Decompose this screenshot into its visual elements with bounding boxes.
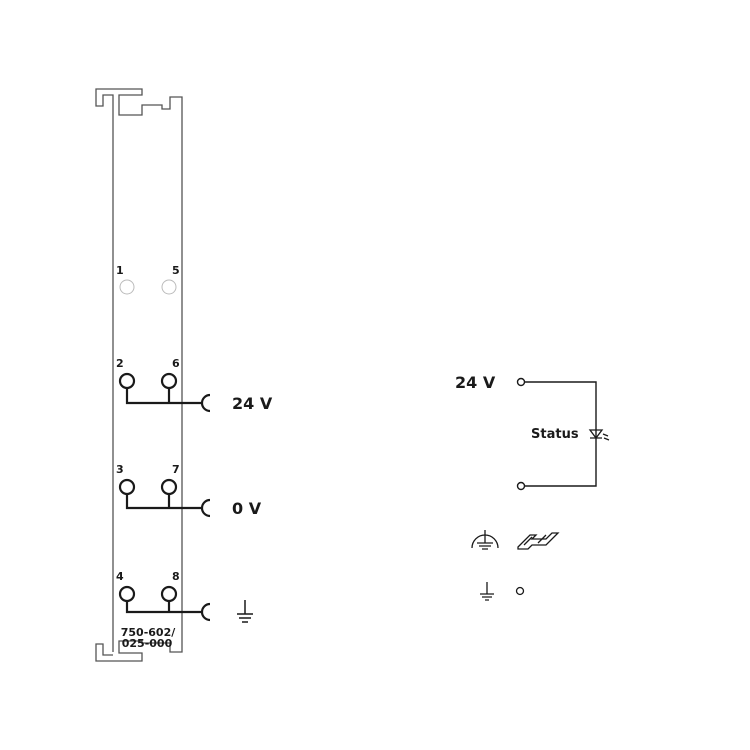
ground-icon [480,582,494,601]
terminal-6-label: 6 [172,357,180,370]
terminal-1 [119,279,135,295]
terminal-5 [161,279,177,295]
ground-terminal [515,586,525,596]
terminal-3-label: 3 [116,463,124,476]
ground-icon [237,600,253,623]
module-housing [95,88,183,662]
terminal-8-label: 8 [172,570,180,583]
terminal-group-24v [118,372,211,413]
led-icon [588,429,610,441]
supply-24v-label: 24 V [232,394,273,413]
terminal-5-label: 5 [172,264,180,277]
status-circuit [516,377,597,491]
status-label: Status [531,427,579,442]
terminal-1-label: 1 [116,264,124,277]
supply-0v-label: 0 V [232,499,262,518]
din-rail-icon [517,532,560,550]
part-number-line1: 750-602/ [121,626,176,639]
terminal-group-ground [118,585,211,622]
schematic-24v-label: 24 V [455,373,496,392]
protective-earth-icon [471,530,499,550]
terminal-2-label: 2 [116,357,124,370]
terminal-group-0v [118,478,211,518]
part-number-line2: 025-000 [122,637,173,650]
terminal-7-label: 7 [172,463,180,476]
terminal-4-label: 4 [116,570,124,583]
